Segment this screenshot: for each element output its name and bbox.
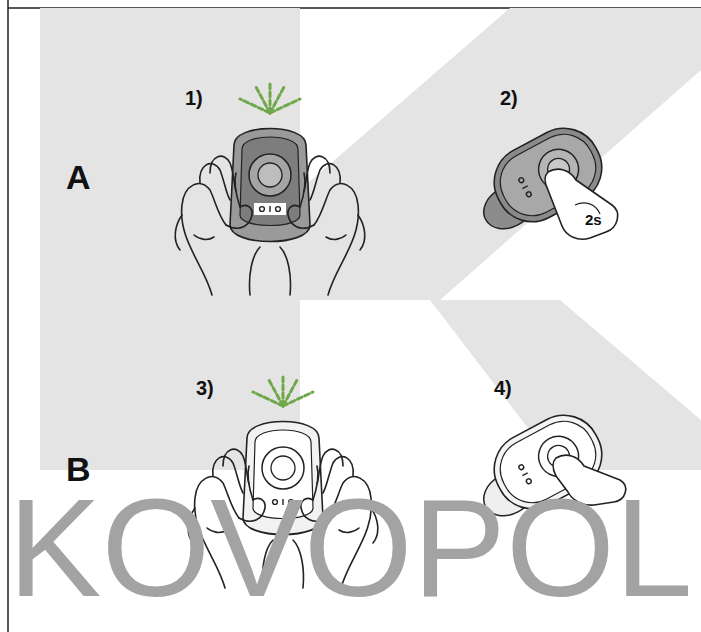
- section-letter: A: [66, 160, 91, 194]
- watermark-text: KOVOPOL: [8, 478, 693, 618]
- step-number: 2): [500, 88, 518, 108]
- step-number: 4): [494, 378, 512, 398]
- duration-label: 2s: [585, 212, 602, 227]
- step-number: 1): [185, 88, 203, 108]
- step-number: 3): [196, 378, 214, 398]
